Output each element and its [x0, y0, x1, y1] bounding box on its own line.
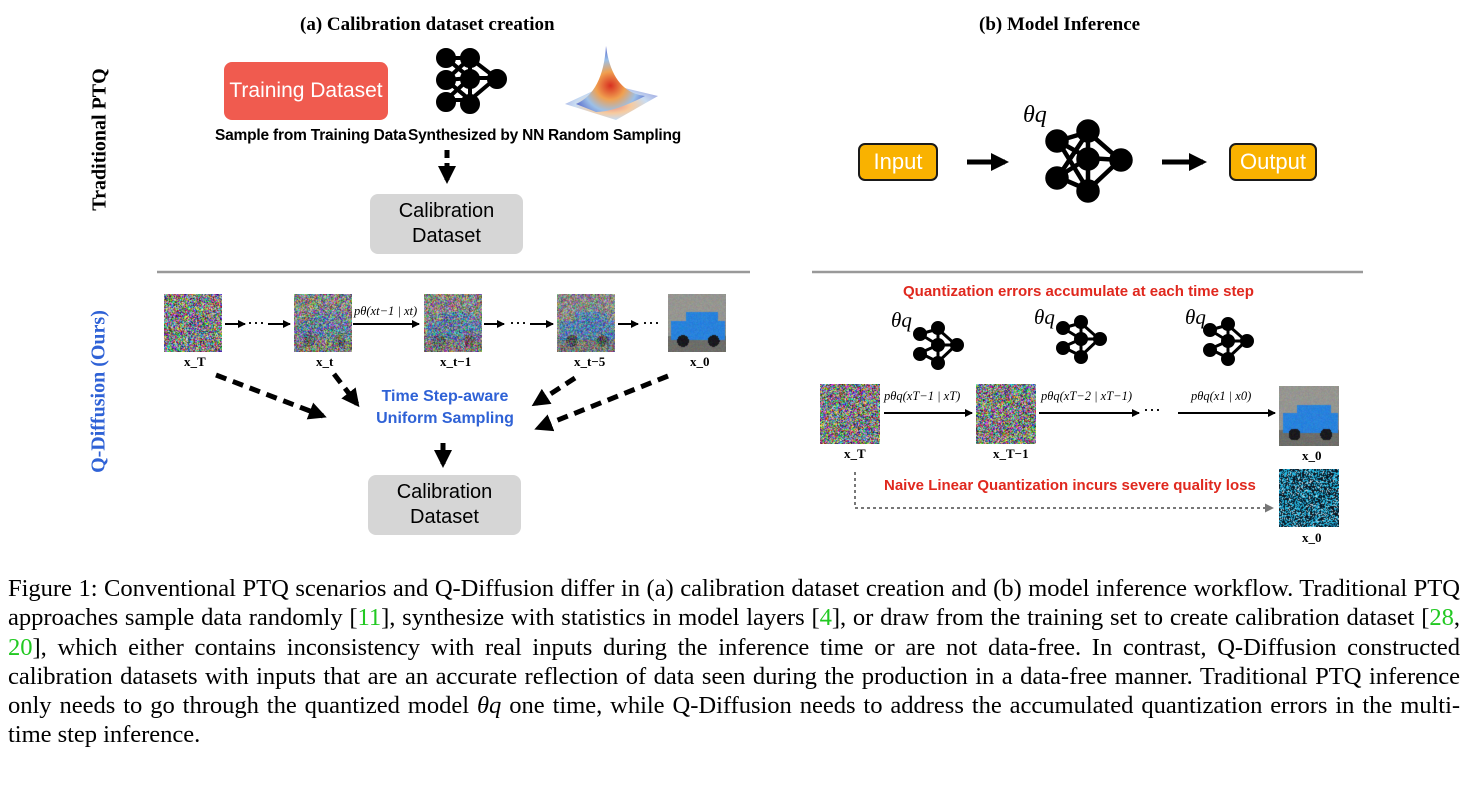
- transition-label: pθq(xT−1 | xT): [884, 389, 961, 403]
- noise-canvas: [164, 294, 222, 352]
- caption-text-4: ], which either contains inconsistency w…: [8, 633, 1460, 720]
- naive-quantization-path: [854, 472, 1274, 513]
- output-box: Output: [1229, 143, 1317, 181]
- row-label-ours: Q-Diffusion (Ours): [87, 310, 110, 473]
- noise-canvas: [424, 294, 482, 352]
- input-box: Input: [858, 143, 938, 181]
- training-dataset-box: Training Dataset: [224, 62, 388, 120]
- step-label-xT: x_T: [184, 354, 206, 369]
- sampling-line-1: Time Step-aware: [381, 388, 509, 405]
- citation-link[interactable]: 20: [8, 633, 33, 661]
- caption-label: Figure 1:: [8, 575, 98, 602]
- neural-net-icon: [436, 48, 507, 114]
- degraded-image-x0: [1279, 469, 1339, 527]
- noise-canvas: [1279, 386, 1339, 446]
- sampling-dashed-arrows: [215, 372, 669, 468]
- quantized-model-icon: [1045, 119, 1133, 203]
- noise-canvas: [976, 384, 1036, 444]
- caption-sep: ,: [1453, 604, 1460, 632]
- theta-q-label: θq: [891, 308, 912, 332]
- ellipsis: ⋯: [247, 313, 265, 333]
- step-label-xt-5: x_t−5: [574, 354, 606, 369]
- noise-canvas: [294, 294, 352, 352]
- sampling-label: Time Step-aware Uniform Sampling: [370, 386, 520, 430]
- caption-theta: θq: [477, 692, 502, 720]
- caption-text-1: Conventional PTQ scenarios and Q-Diffusi…: [8, 575, 1460, 632]
- theta-q-label: θq: [1185, 305, 1206, 329]
- step-label-x0-degraded: x_0: [1302, 530, 1322, 545]
- citation-link[interactable]: 4: [819, 604, 832, 632]
- panel-a-title: (a) Calibration dataset creation: [300, 14, 555, 35]
- calibration-line-2: Dataset: [410, 506, 479, 528]
- source-label-random: Random Sampling: [548, 127, 682, 144]
- noise-image-xt-1: [424, 294, 482, 352]
- accumulate-note: Quantization errors accumulate at each t…: [903, 283, 1254, 300]
- sampling-line-2: Uniform Sampling: [376, 410, 514, 427]
- calibration-line-1: Calibration: [396, 481, 493, 503]
- ellipsis: ⋯: [642, 313, 660, 333]
- noise-image-xT-1: [976, 384, 1036, 444]
- step-label-xt: x_t: [316, 354, 334, 369]
- citation-link[interactable]: 11: [357, 604, 382, 632]
- ellipsis: ⋯: [509, 313, 527, 333]
- calibration-line-2: Dataset: [412, 225, 481, 247]
- theta-q-label: θq: [1034, 305, 1055, 329]
- noise-image-xT: [164, 294, 222, 352]
- car-image-x0: [1279, 386, 1339, 446]
- figure-caption: Figure 1: Conventional PTQ scenarios and…: [8, 574, 1460, 750]
- noise-canvas: [820, 384, 880, 444]
- citation-link[interactable]: 28: [1429, 604, 1454, 632]
- step-label-xt-1: x_t−1: [440, 354, 472, 369]
- ellipsis: ⋯: [1143, 400, 1161, 420]
- caption-text-5: one time, while Q-Diffusion needs to add…: [8, 692, 1461, 749]
- caption-text-3: ], or draw from the training set to crea…: [831, 604, 1430, 632]
- quantized-model-icon-small: [913, 315, 1254, 370]
- noise-image-xT: [820, 384, 880, 444]
- transition-label: pθq(xT−2 | xT−1): [1041, 389, 1133, 403]
- noise-canvas: [668, 294, 726, 352]
- source-label-training: Sample from Training Data: [215, 127, 407, 144]
- step-label-xT-1: x_T−1: [993, 446, 1029, 461]
- figure-graphics: [157, 46, 1363, 513]
- step-label-xT: x_T: [844, 446, 866, 461]
- caption-text-2: ], synthesize with statistics in model l…: [381, 604, 820, 632]
- theta-q-label: θq: [1023, 102, 1047, 128]
- noise-image-xt: [294, 294, 352, 352]
- source-label-nn: Synthesized by NN: [408, 127, 545, 144]
- noise-canvas: [1279, 469, 1339, 527]
- row-label-traditional: Traditional PTQ: [88, 68, 111, 211]
- transition-label: pθq(x1 | x0): [1191, 389, 1252, 403]
- noise-image-xt-5: [557, 294, 615, 352]
- step-label-x0: x_0: [1302, 448, 1322, 463]
- gaussian-surface-icon: [565, 46, 658, 120]
- car-image-x0: [668, 294, 726, 352]
- calibration-dataset-top: Calibration Dataset: [370, 194, 523, 254]
- transition-label: pθ(xt−1 | xt): [354, 304, 418, 318]
- calibration-dataset-bottom: Calibration Dataset: [368, 475, 521, 535]
- noise-canvas: [557, 294, 615, 352]
- naive-quantization-note: Naive Linear Quantization incurs severe …: [884, 477, 1256, 494]
- calibration-line-1: Calibration: [398, 200, 495, 222]
- step-label-x0: x_0: [690, 354, 710, 369]
- panel-b-title: (b) Model Inference: [979, 14, 1141, 35]
